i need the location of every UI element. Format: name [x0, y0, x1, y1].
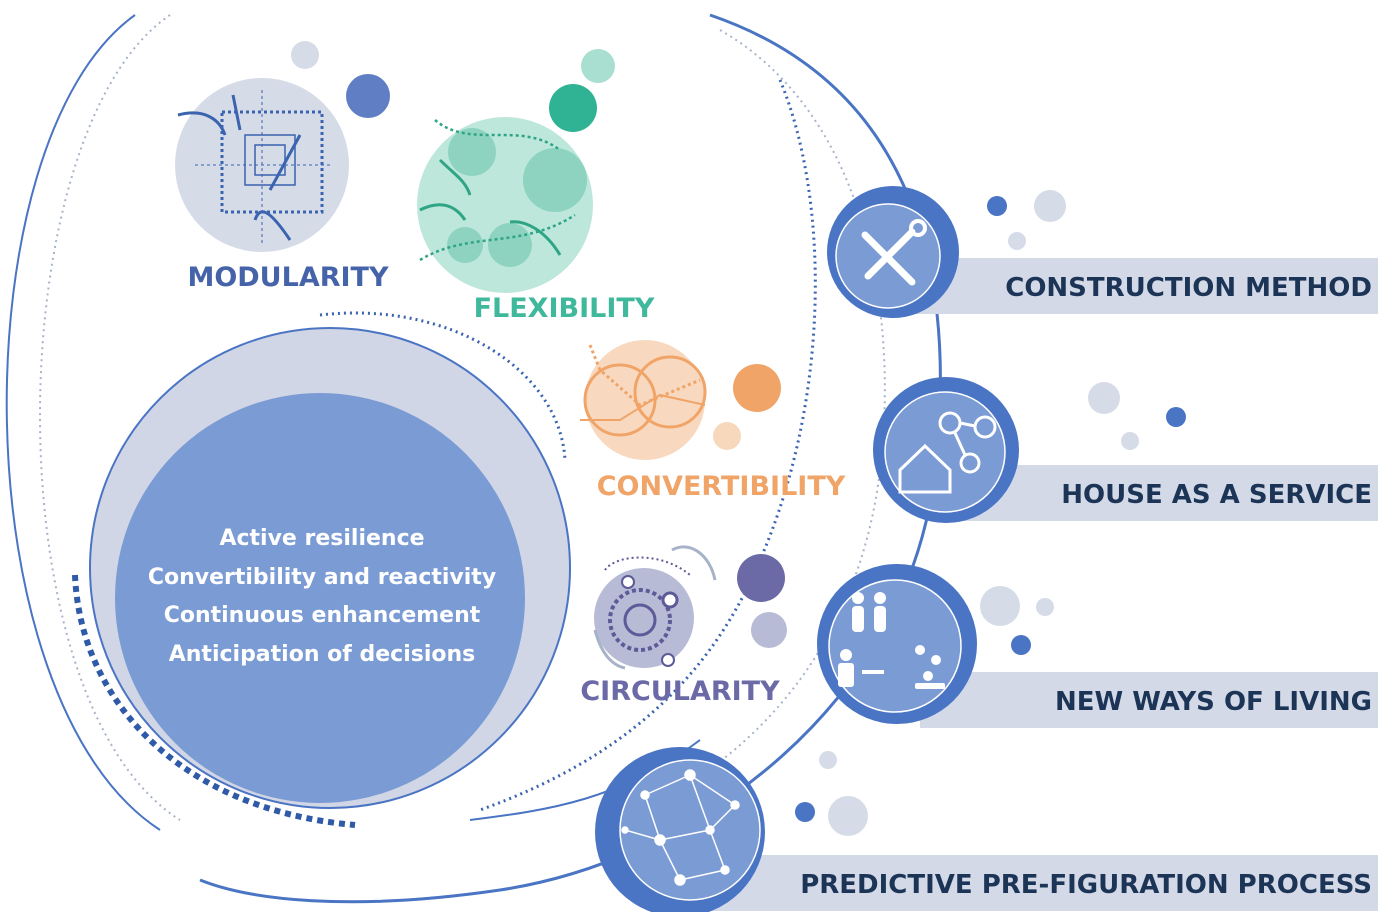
bubble	[1036, 598, 1054, 616]
modularity-icon	[175, 41, 390, 252]
band-predictive	[690, 855, 1378, 911]
bubble	[828, 796, 868, 836]
network-graph-icon	[621, 769, 740, 886]
core-line: Continuous enhancement	[163, 603, 481, 628]
living-circle	[817, 564, 977, 724]
convertibility-icon	[580, 340, 781, 460]
core-text-block: Active resilience Convertibility and rea…	[120, 520, 524, 674]
dotted-arc-2	[319, 311, 567, 461]
people-icon	[838, 592, 945, 689]
bubble	[980, 586, 1020, 626]
core-inner-circle	[115, 393, 525, 803]
convertibility-label: CONVERTIBILITY	[597, 471, 846, 502]
outcome-label-living: NEW WAYS OF LIVING	[1055, 687, 1372, 717]
bubble	[1166, 407, 1186, 427]
flexibility-label: FLEXIBILITY	[474, 293, 655, 324]
house-circle	[873, 377, 1019, 523]
bubble	[1034, 190, 1066, 222]
flexibility-icon	[417, 49, 615, 293]
tools-icon	[861, 219, 927, 286]
white-zone-edge	[419, 19, 800, 801]
bubble	[795, 802, 815, 822]
outcome-label-predictive: PREDICTIVE PRE-FIGURATION PROCESS	[800, 870, 1372, 900]
predictive-circle	[595, 747, 765, 912]
bubble	[1011, 635, 1031, 655]
circularity-label: CIRCULARITY	[580, 676, 780, 707]
band-house	[945, 465, 1378, 521]
outcome-label-house: HOUSE AS A SERVICE	[1061, 480, 1372, 510]
dashed-arc-bottom	[72, 574, 356, 828]
house-network-icon	[898, 411, 997, 494]
modularity-label: MODULARITY	[187, 262, 389, 293]
bubble	[987, 196, 1007, 216]
outcome-label-construction: CONSTRUCTION METHOD	[1005, 273, 1372, 303]
band-living	[920, 672, 1378, 728]
bubble	[1008, 232, 1026, 250]
core-line: Anticipation of decisions	[168, 641, 476, 667]
circularity-icon	[593, 545, 787, 670]
bubble	[819, 751, 837, 769]
dotted-arc-1	[479, 79, 817, 812]
bubble	[1088, 382, 1120, 414]
core-line: Convertibility and reactivity	[147, 564, 497, 590]
construction-circle	[827, 186, 959, 318]
band-construction	[900, 258, 1378, 314]
bubble	[1121, 432, 1139, 450]
core-line: Active resilience	[219, 526, 425, 551]
outer-arc-large	[5, 14, 161, 831]
